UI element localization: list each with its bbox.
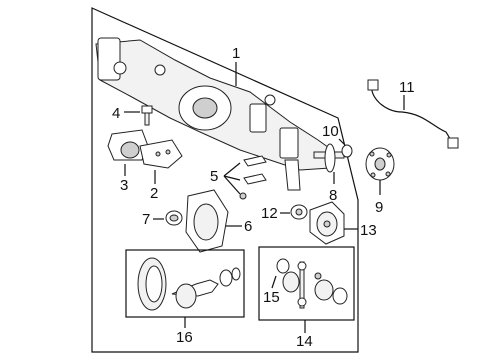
callout-4: 4 — [112, 105, 120, 122]
callout-15: 15 — [263, 289, 280, 306]
callout-10: 10 — [322, 123, 339, 140]
bolt-part-4[interactable] — [141, 105, 153, 126]
callout-13: 13 — [360, 222, 377, 239]
callout-11: 11 — [399, 79, 415, 96]
bushing-part-3[interactable] — [107, 129, 149, 161]
callout-5: 5 — [210, 168, 218, 185]
callout-9: 9 — [375, 199, 383, 216]
ring-pinion-part-16[interactable] — [137, 257, 241, 311]
callout-3: 3 — [120, 177, 128, 194]
callout-8: 8 — [329, 187, 337, 204]
callout-14: 14 — [296, 333, 313, 350]
cover-part-6[interactable] — [185, 189, 229, 253]
callout-16: 16 — [176, 329, 193, 346]
carrier-part-13[interactable] — [309, 201, 345, 245]
straps-part-5[interactable] — [239, 155, 267, 200]
diff-gear-kit-box — [258, 246, 355, 321]
assembly-frame — [91, 7, 359, 353]
diff-gear-kit-part-14[interactable] — [276, 258, 348, 309]
callout-2: 2 — [150, 185, 158, 202]
callout-12: 12 — [261, 205, 278, 222]
axle-housing[interactable] — [95, 37, 333, 191]
hub-part-9[interactable] — [365, 147, 395, 181]
callout-1: 1 — [232, 45, 240, 62]
callout-6: 6 — [244, 218, 252, 235]
seal-part-12[interactable] — [290, 204, 308, 220]
callout-7: 7 — [142, 211, 150, 228]
plug-part-7[interactable] — [165, 210, 183, 226]
seal-part-10[interactable] — [341, 144, 353, 158]
sensor-part-11[interactable] — [367, 79, 459, 149]
bracket-part-2[interactable] — [139, 139, 183, 169]
axle-shaft-part-8[interactable] — [313, 143, 345, 173]
